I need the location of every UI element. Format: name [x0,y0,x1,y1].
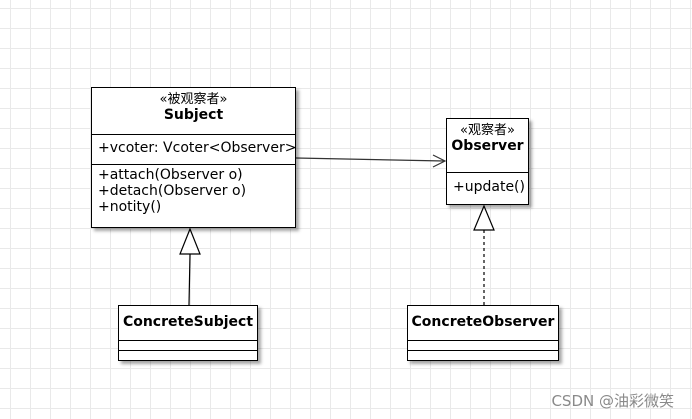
association-arrowhead [432,154,447,168]
subject-operation-detach: +detach(Observer o) [98,183,247,199]
concrete-subject-class[interactable]: ConcreteSubject [118,305,258,361]
concrete-observer-name: ConcreteObserver [411,314,555,330]
realization-arrowhead [473,204,495,231]
concrete-observer-class[interactable]: ConcreteObserver [407,305,559,361]
subject-operation-attach: +attach(Observer o) [98,167,243,183]
concrete-subject-header: ConcreteSubject [119,306,257,340]
subject-class-name: Subject [163,107,224,123]
subject-attributes: +vcoter: Vcoter<Observer> [92,134,297,164]
observer-operations: +update() [447,172,528,204]
subject-attribute: +vcoter: Vcoter<Observer> [98,140,297,156]
concrete-subject-attributes [119,340,257,350]
observer-stereotype: «观察者» [460,123,515,138]
generalization-line [188,253,191,306]
concrete-observer-attributes [408,340,558,350]
csdn-watermark: CSDN @油彩微笑 [551,392,674,410]
concrete-subject-name: ConcreteSubject [122,314,254,330]
concrete-observer-operations [408,350,558,360]
observer-operation-update: +update() [453,179,525,195]
subject-stereotype: «被观察者» [159,92,228,107]
subject-operation-notity: +notity() [98,199,162,215]
concrete-subject-operations [119,350,257,360]
subject-class-header: «被观察者» Subject [92,88,295,134]
association-line [295,157,445,162]
concrete-observer-header: ConcreteObserver [408,306,558,340]
observer-class[interactable]: «观察者» Observer +update() [446,118,529,205]
subject-class[interactable]: «被观察者» Subject +vcoter: Vcoter<Observer>… [91,87,296,228]
observer-class-header: «观察者» Observer [447,119,528,172]
generalization-arrowhead [179,227,201,255]
subject-operations: +attach(Observer o) +detach(Observer o) … [92,164,295,217]
observer-class-name: Observer [451,138,524,154]
